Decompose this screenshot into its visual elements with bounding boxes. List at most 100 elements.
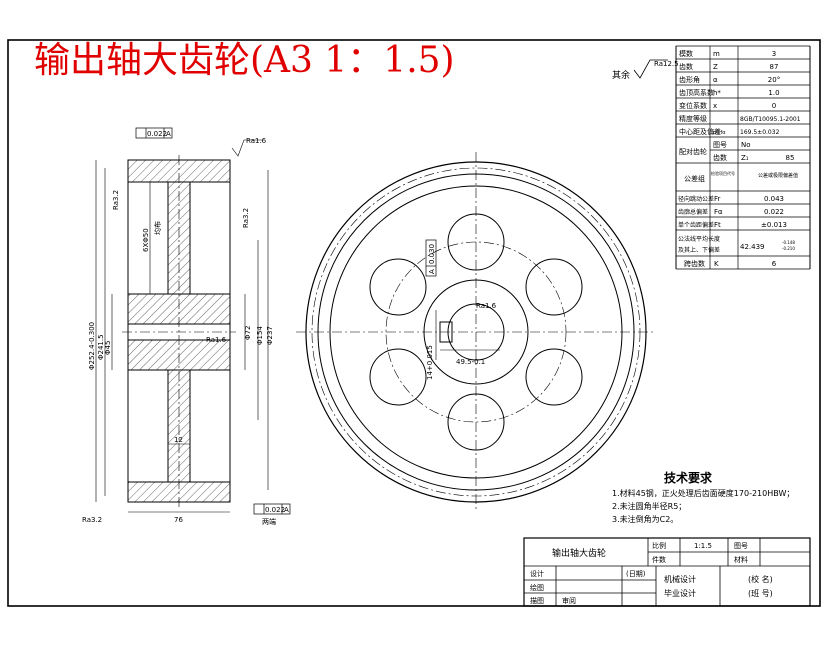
dim-od: Φ252.4-0.300	[88, 322, 96, 370]
param-symbol: α±fα	[713, 130, 726, 136]
mate-r2b: Z₁	[741, 154, 749, 162]
tech-heading: 技术要求	[664, 470, 713, 485]
rough-bottom-left: Ra3.2	[82, 516, 102, 524]
param-symbol: x	[713, 102, 717, 110]
common-normal-value: 42.439	[740, 243, 765, 251]
check-value: ±0.013	[761, 221, 787, 229]
group-col1: 检验项目代号	[711, 170, 735, 176]
qty-label: 件数	[652, 555, 666, 564]
rough-top-face: Ra1.6	[246, 137, 267, 145]
check-name: 单个齿距偏差	[678, 221, 714, 229]
web-hole-2	[525, 258, 583, 316]
scale-value: 1:1.5	[694, 542, 712, 550]
param-name: 齿数	[679, 62, 693, 71]
tolerance-frame-key: 0.030 A	[425, 239, 437, 277]
dim-key-depth: 14+0.015	[426, 345, 434, 380]
roughness-top-icon	[231, 139, 262, 157]
span-label: 跨齿数	[684, 259, 705, 268]
web-hole-3	[525, 348, 583, 406]
mate-r1a: 图号	[713, 141, 727, 149]
param-symbol: Z	[713, 63, 718, 71]
date-label: (日期)	[626, 570, 646, 578]
course-2: 毕业设计	[664, 588, 696, 598]
dim-d237: Φ237	[266, 326, 274, 345]
check-value: 0.043	[764, 195, 784, 203]
dim-holes-note: 均布	[153, 221, 162, 235]
tol-top-value: 0.022	[147, 130, 167, 138]
group-label: 公差组	[684, 174, 705, 183]
common-normal-up: -0.148	[782, 240, 795, 245]
web-hole-5	[369, 348, 427, 406]
param-name: 齿顶高系数	[679, 88, 714, 97]
tech-item-1: 1.材料45钢，正火处理后齿面硬度170-210HBW；	[612, 488, 794, 498]
mate-r2c: 85	[786, 154, 795, 162]
rough-right-face: Ra3.2	[242, 208, 250, 228]
keyway	[439, 321, 453, 343]
tol-key-datum: A	[428, 269, 436, 274]
param-symbol: h*	[713, 89, 721, 97]
title-block	[523, 537, 811, 607]
param-value: 8GB/T10095.1-2001	[740, 116, 801, 123]
dim-key-depth2: 49.5-0.1	[456, 358, 485, 366]
dim-d72: Φ72	[244, 326, 252, 340]
common-normal-down: -0.210	[782, 246, 795, 251]
tolerance-frame-bottom: 0.022 A 两端	[253, 503, 291, 526]
tol-bottom-note: 两端	[262, 517, 276, 526]
tolerance-frame-top: 0.022 A	[135, 127, 173, 139]
check-symbol: Ft	[714, 221, 721, 229]
tol-bottom-value: 0.022	[265, 506, 285, 514]
rough-bore: Ra1.6	[206, 336, 227, 344]
dim-w76: 76	[174, 516, 183, 524]
param-symbol: m	[713, 50, 720, 58]
check-name: 径向跳动公差	[678, 195, 714, 203]
mate-r2a: 齿数	[713, 153, 727, 162]
part-name: 输出轴大齿轮	[552, 547, 606, 559]
tol-bottom-datum: A	[284, 506, 289, 514]
review-label: 审阅	[562, 596, 576, 605]
tech-item-2: 2.未注圆角半径R5；	[612, 501, 686, 511]
drawing-title: 输出轴大齿轮(A3 1：1.5)	[34, 40, 455, 81]
scale-label: 比例	[652, 541, 666, 550]
common-normal-label1: 公法线平均长度	[678, 235, 720, 243]
rough-corner-label: 其余	[612, 69, 630, 81]
span-value: 6	[772, 260, 777, 268]
outer-border	[7, 39, 821, 607]
dim-bore-small: Φ45	[104, 341, 112, 355]
dim-holes: 6XΦ50	[142, 228, 150, 252]
check-label: 描图	[530, 596, 544, 605]
design-label: 设计	[530, 569, 544, 578]
roughness-symbol-icon	[633, 59, 668, 79]
param-value: 3	[772, 50, 776, 58]
school-1: (校 名)	[748, 574, 773, 584]
technical-requirements: 技术要求 1.材料45钢，正火处理后齿面硬度170-210HBW； 2.未注圆角…	[612, 470, 794, 524]
param-value: 20°	[768, 76, 780, 84]
param-name: 变位系数	[679, 101, 707, 110]
tol-top-datum: A	[166, 130, 171, 138]
rough-left-face: Ra3.2	[112, 190, 120, 210]
section-view	[95, 155, 269, 513]
param-name: 精度等级	[679, 114, 707, 123]
dim-w12: 12	[174, 436, 183, 444]
dim-hub-dia: Φ241.5	[97, 334, 105, 360]
check-name: 齿廓总偏差	[678, 208, 708, 216]
common-normal-label2: 及其上、下偏差	[678, 246, 720, 254]
tech-item-3: 3.未注倒角为C2。	[612, 514, 678, 524]
check-symbol: Fr	[714, 195, 721, 203]
draw-label: 绘图	[530, 583, 544, 592]
dim-d154: Φ154	[256, 326, 264, 345]
check-symbol: Fα	[714, 208, 723, 216]
param-name: 中心距及偏差	[679, 127, 721, 136]
param-name: 模数	[679, 49, 693, 58]
param-value: 0	[772, 102, 776, 110]
rough-corner-value: Ra12.5	[654, 60, 679, 68]
span-symbol: K	[714, 260, 719, 268]
tol-key-value: 0.030	[428, 244, 436, 264]
mate-label: 配对齿轮	[679, 147, 707, 156]
check-value: 0.022	[764, 208, 784, 216]
front-view	[296, 152, 656, 512]
param-name: 齿形角	[679, 75, 700, 84]
material-label: 材料	[734, 555, 748, 564]
